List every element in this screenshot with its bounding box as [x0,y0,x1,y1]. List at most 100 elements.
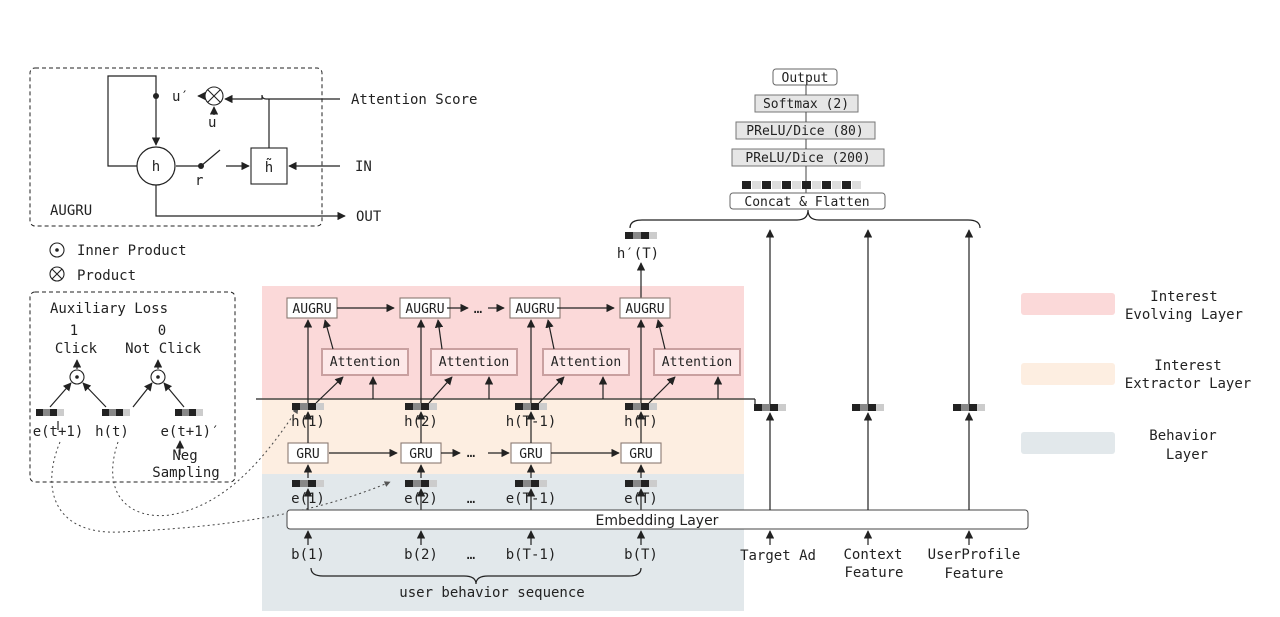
symbol-legend: Inner Product Product [49,242,187,284]
hidden-vector [405,403,437,410]
h-prime-vec-cells [625,232,657,239]
attention-to-augru [322,319,334,350]
concat-box [729,192,886,210]
embedding-layer-box [286,509,1029,530]
inner-product-node-notclick [150,369,166,385]
attention-cell [321,348,409,376]
augru-cell [619,297,671,319]
u-prime-label: u′ [172,89,189,105]
behavior-label: b(T) [624,547,658,563]
aux-vectors [36,409,203,430]
aux-vector-e-t1-neg [175,409,203,416]
target-ad-column-vector [754,404,786,411]
prelu200-box [731,148,885,167]
output-box [772,68,838,86]
legend-behavior-2: Layer [1166,447,1208,463]
hidden-label: h(T) [624,414,658,430]
augru-cell-label: AUGRU [625,302,664,317]
ellipsis-behavior: … [467,547,475,563]
embed-vector [515,480,547,487]
behavior-label: b(1) [291,547,325,563]
hidden-vector [625,403,657,410]
attention-cell [430,348,518,376]
u-label: u [208,115,216,131]
label-click: Click [55,341,98,357]
interest-extractor-layer-bg [262,398,744,474]
auxiliary-loss-panel: Auxiliary Loss 1 0 Click Not Click e(t+1… [29,291,236,483]
concat-vector [742,181,861,189]
embed-vector [405,480,437,487]
inner-product-label: Inner Product [77,243,187,259]
aux-vector-h-t [102,409,130,416]
hidden-vector [515,403,547,410]
attention-to-augru [655,319,666,350]
augru-panel-title: AUGRU [50,203,92,219]
output-label: Output [782,71,829,86]
context-label-2: Feature [844,565,903,581]
right-input-columns [754,229,985,545]
ellipsis-gru: … [467,445,475,461]
inner-product-icon [49,242,65,258]
out-label: OUT [356,209,382,225]
label-h-t: h(t) [95,424,129,440]
userprofile-label-1: UserProfile [928,547,1021,563]
augru-cell-label: AUGRU [405,302,444,317]
gru-cell-label: GRU [629,447,652,462]
behavior-label: b(2) [404,547,438,563]
prelu80-label: PReLU/Dice (80) [746,124,863,139]
h-tilde-label: h̃ [265,158,273,176]
prelu200-label: PReLU/Dice (200) [745,151,870,166]
hidden-label: h(1) [291,414,325,430]
gru-cell-label: GRU [519,447,542,462]
userprofile-column-vector [953,404,985,411]
legend-behavior-1: Behavior [1149,428,1216,444]
label-neg: Neg [172,448,197,464]
inner-product-node-click [69,369,85,385]
attention-score-label: Attention Score [351,92,477,108]
legend-swatch-extractor [1021,363,1115,385]
product-label: Product [77,268,136,284]
embedding-layer-label: Embedding Layer [596,513,719,529]
hidden-label: h(T-1) [506,414,557,430]
softmax-label: Softmax (2) [763,97,849,112]
augru-panel: h u′ u Attention Score h̃ IN r OUT AUGRU [29,67,477,227]
legend-swatch-evolving [1021,293,1115,315]
gru-cell-label: GRU [296,447,319,462]
behavior-sequence-brace [310,567,642,585]
h-prime-label: h′(T) [617,246,659,262]
embed-vector [292,480,324,487]
concat-label: Concat & Flatten [744,195,869,210]
ellipsis-embed: … [467,491,475,507]
legend-evolving-2: Evolving Layer [1125,307,1243,323]
attention-cell-label: Attention [551,355,621,370]
context-label-1: Context [843,547,902,563]
layer-legend: Interest Evolving Layer Interest Extract… [1021,289,1251,463]
attention-row: Attention Attention Attention Attention [321,319,741,376]
behavior-layer-bg [262,474,744,611]
in-label: IN [355,159,372,175]
target-ad-label: Target Ad [740,548,816,564]
label-zero: 0 [158,323,166,339]
mlp-tower: Output Softmax (2) PReLU/Dice (80) PReLU… [729,68,886,210]
attention-cell-label: Attention [330,355,400,370]
attention-cell-label: Attention [662,355,732,370]
h-node-label: h [152,159,160,175]
embed-row: e(1)e(2)e(T-1)e(T) [291,464,658,510]
hidden-vector [292,403,324,410]
context-column [852,229,884,545]
embed-vector [625,480,657,487]
concat-brace [629,209,981,229]
userprofile-column [953,229,985,545]
label-sampling: Sampling [152,465,219,481]
behavior-row: b(1)b(2)b(T-1)b(T) [291,530,658,563]
multiply-node [204,86,224,106]
aux-vector-e-t1 [36,409,64,416]
attention-cell [653,348,741,376]
attention-cell-label: Attention [439,355,509,370]
behavior-sequence-label: user behavior sequence [399,585,584,601]
target-ad-column [754,229,786,545]
